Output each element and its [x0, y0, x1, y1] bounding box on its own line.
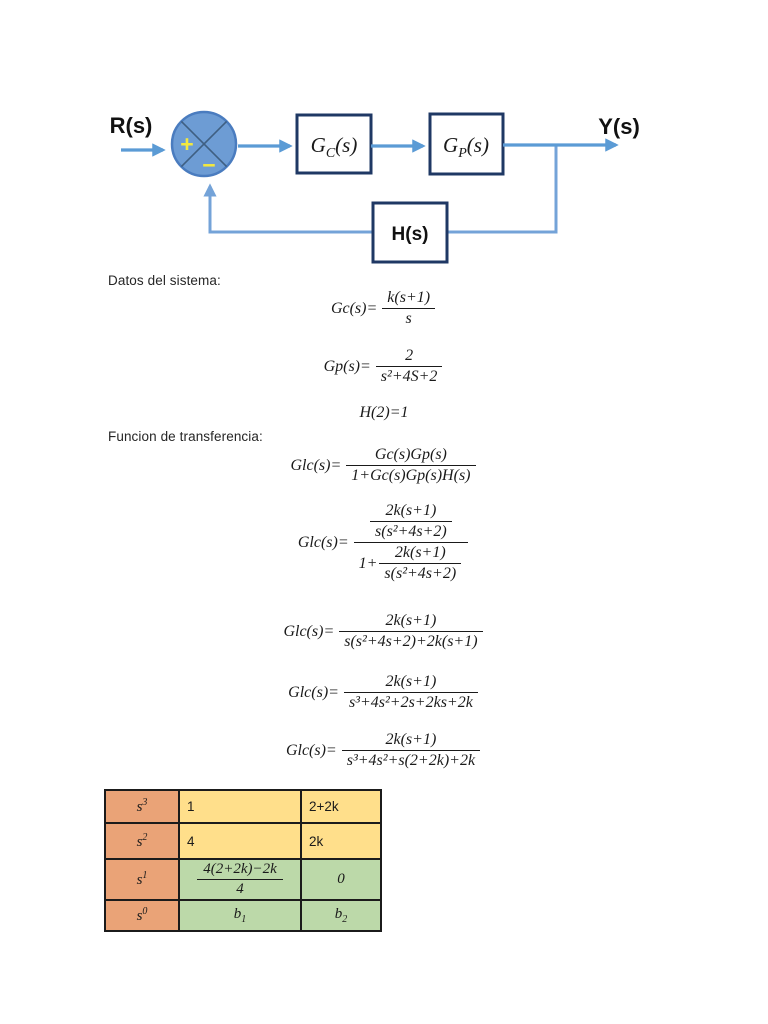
equation-lhs: Gc(s)=	[330, 299, 378, 317]
fraction: 2k(s+1) s(s²+4s+2)+2k(s+1)	[339, 612, 483, 651]
gc-label: G	[311, 133, 326, 157]
h-label: H(s)	[392, 224, 429, 245]
equation-lhs: Glc(s)=	[283, 622, 335, 640]
equation-gp: Gp(s)= 2 s²+4S+2	[0, 347, 768, 386]
routh-cell-s0-1: b1	[178, 899, 302, 932]
equation-lhs: Gp(s)=	[323, 357, 371, 375]
block-diagram: R(s) + − GC(s) GP(s) Y(s	[110, 110, 640, 264]
fraction: Gc(s)Gp(s) 1+Gc(s)Gp(s)H(s)	[346, 446, 476, 485]
equation-gc: Gc(s)= k(s+1) s	[0, 289, 768, 328]
section-label-datos: Datos del sistema:	[108, 273, 221, 288]
h-block: H(s)	[371, 201, 449, 264]
routh-row-s0: s0 b1 b2	[104, 899, 382, 932]
equation-glc-4: Glc(s)= 2k(s+1) s³+4s²+2s+2ks+2k	[0, 673, 768, 712]
fraction: 2 s²+4S+2	[375, 347, 443, 386]
routh-label-s1: s1	[104, 858, 180, 901]
routh-row-s1: s1 4(2+2k)−2k 4 0	[104, 858, 382, 901]
routh-label-s3: s3	[104, 789, 180, 824]
gp-block: GP(s)	[428, 112, 505, 176]
gp-label: G	[443, 133, 458, 157]
svg-text:GC(s): GC(s)	[311, 133, 358, 161]
equation-h: H(2)=1	[359, 404, 409, 421]
routh-label-s0: s0	[104, 899, 180, 932]
routh-row-s2: s2 4 2k	[104, 822, 382, 860]
equation-lhs: Glc(s)=	[297, 533, 349, 551]
equation-lhs: Glc(s)=	[288, 683, 339, 701]
fraction: 4(2+2k)−2k 4	[197, 861, 283, 898]
routh-row-s3: s3 1 2+2k	[104, 789, 382, 824]
routh-table: s3 1 2+2k s2 4 2k s1 4(2+2k)−2k 4 0 s0 b…	[104, 789, 382, 932]
summing-junction: + −	[170, 110, 238, 178]
routh-cell-s1-2: 0	[300, 858, 382, 901]
routh-cell-s3-1: 1	[178, 789, 302, 824]
fraction: k(s+1) s	[382, 289, 436, 328]
routh-label-s2: s2	[104, 822, 180, 860]
equation-lhs: Glc(s)=	[290, 456, 342, 474]
minus-sign: −	[202, 152, 215, 178]
plus-sign: +	[180, 131, 193, 157]
fraction: 2k(s+1) s(s²+4s+2)	[370, 502, 452, 541]
routh-cell-s2-2: 2k	[300, 822, 382, 860]
routh-cell-s0-2: b2	[300, 899, 382, 932]
equation-glc-2: Glc(s)= 2k(s+1) s(s²+4s+2) 1+ 2k(s+1) s(…	[0, 502, 768, 583]
svg-text:GP(s): GP(s)	[443, 133, 489, 161]
output-signal-label: Y(s)	[598, 114, 640, 139]
fraction: 2k(s+1) s³+4s²+s(2+2k)+2k	[341, 731, 481, 770]
equation-glc-1: Glc(s)= Gc(s)Gp(s) 1+Gc(s)Gp(s)H(s)	[0, 446, 768, 485]
gc-block: GC(s)	[295, 113, 373, 175]
equation-glc-3: Glc(s)= 2k(s+1) s(s²+4s+2)+2k(s+1)	[0, 612, 768, 651]
equation-glc-5: Glc(s)= 2k(s+1) s³+4s²+s(2+2k)+2k	[0, 731, 768, 770]
section-label-funcion: Funcion de transferencia:	[108, 429, 263, 444]
routh-cell-s3-2: 2+2k	[300, 789, 382, 824]
routh-cell-s2-1: 4	[178, 822, 302, 860]
equation-lhs: Glc(s)=	[285, 741, 337, 759]
routh-cell-s1-1: 4(2+2k)−2k 4	[178, 858, 302, 901]
outer-fraction: 2k(s+1) s(s²+4s+2) 1+ 2k(s+1) s(s²+4s+2)	[353, 502, 469, 583]
input-signal-label: R(s)	[110, 113, 153, 138]
fraction: 2k(s+1) s³+4s²+2s+2ks+2k	[343, 673, 478, 712]
fraction: 2k(s+1) s(s²+4s+2)	[379, 544, 462, 583]
